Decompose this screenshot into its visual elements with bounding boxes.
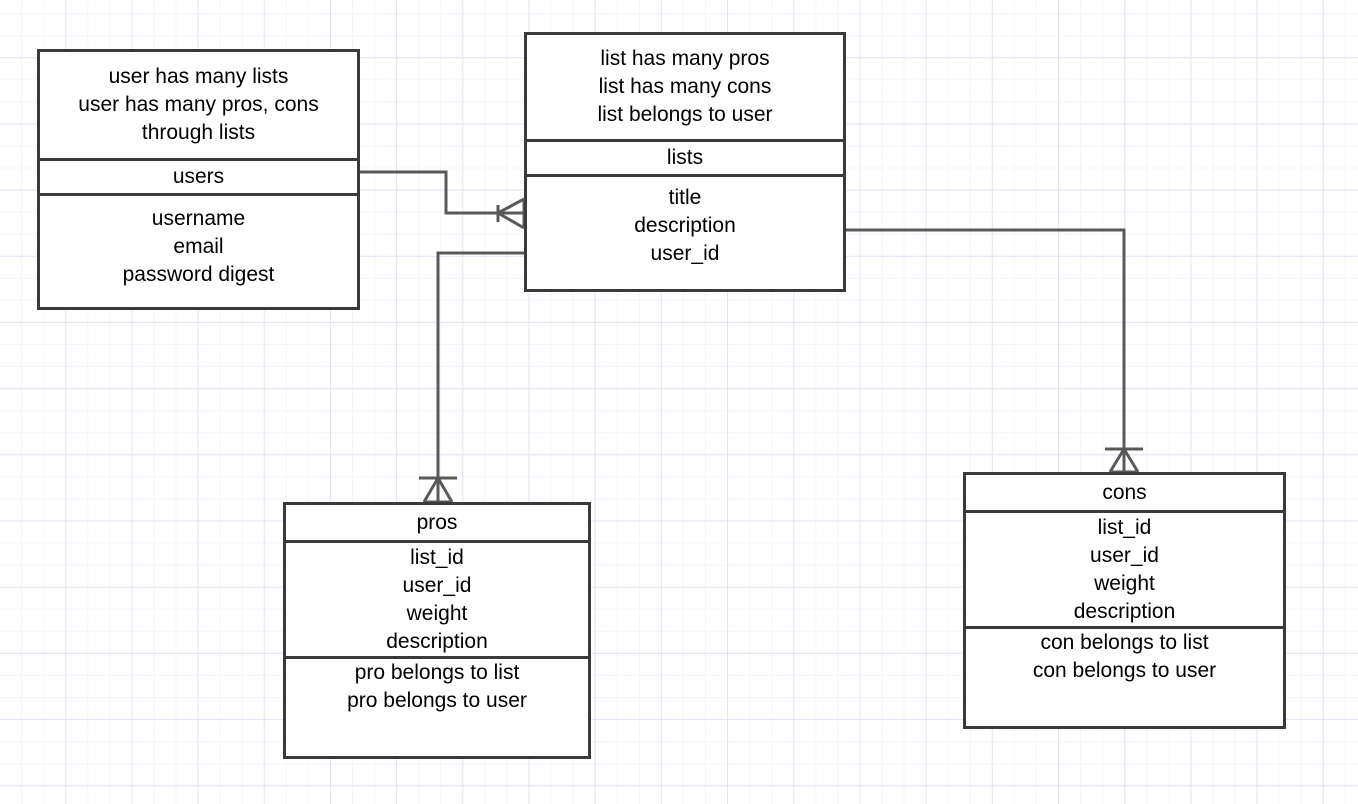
entity-lists-attribute-2: user_id [650, 242, 720, 265]
entity-pros-attribute-3: description [386, 629, 488, 653]
entity-pros[interactable]: pros list_id user_id weight description … [283, 502, 591, 759]
entity-pros-note-0: pro belongs to list [354, 661, 520, 684]
entity-cons-attributes: list_id user_id weight description [966, 510, 1283, 626]
entity-cons-attribute-3: description [1073, 599, 1176, 623]
connector-users-lists-path [359, 170, 524, 215]
connector-lists-cons-path [845, 228, 1126, 472]
entity-users-title: users [40, 158, 357, 193]
entity-cons-attribute-2: weight [1094, 571, 1155, 595]
connector-lists-pros-path [436, 251, 524, 502]
connector-lists-pros [419, 251, 524, 504]
entity-pros-attribute-1: user_id [402, 573, 472, 597]
entity-lists-note-0: list has many pros [600, 47, 770, 70]
entity-pros-name: pros [416, 510, 458, 534]
entity-lists-notes: list has many pros list has many cons li… [527, 35, 843, 139]
entity-users-note-1: user has many pros, cons [78, 93, 319, 116]
entity-users-note-0: user has many lists [108, 65, 289, 88]
entity-users-attribute-0: username [151, 207, 246, 230]
entity-lists-note-1: list has many cons [598, 75, 772, 98]
entity-cons[interactable]: cons list_id user_id weight description … [963, 472, 1286, 729]
entity-users-attribute-1: email [173, 235, 224, 258]
entity-lists-name: lists [666, 146, 704, 169]
entity-pros-attributes: list_id user_id weight description [286, 540, 588, 656]
entity-lists-attribute-0: title [668, 186, 702, 209]
entity-users[interactable]: user has many lists user has many pros, … [37, 49, 360, 310]
entity-lists-attribute-1: description [634, 214, 736, 237]
crowsfoot-users-lists-upper [497, 197, 525, 215]
crowsfoot-lists-cons-right [1122, 448, 1140, 473]
crowsfoot-lists-cons-left [1108, 448, 1126, 473]
entity-users-attribute-2: password digest [122, 263, 275, 286]
connector-lists-cons [845, 228, 1143, 474]
entity-cons-notes: con belongs to list con belongs to user [966, 626, 1283, 685]
entity-lists-title: lists [527, 139, 843, 174]
entity-pros-attribute-2: weight [406, 601, 468, 625]
entity-users-attributes: username email password digest [40, 193, 357, 289]
crowsfoot-lists-pros-left [422, 477, 440, 503]
crowsfoot-users-lists-lower [497, 211, 525, 230]
entity-cons-name: cons [1102, 480, 1147, 504]
crowsfoot-lists-pros-right [436, 477, 454, 503]
entity-pros-title: pros [286, 505, 588, 540]
entity-pros-note-1: pro belongs to user [347, 689, 527, 712]
entity-cons-note-1: con belongs to user [1032, 659, 1217, 682]
entity-users-name: users [172, 165, 225, 188]
connector-users-lists [359, 170, 526, 230]
entity-cons-attribute-0: list_id [1097, 515, 1152, 539]
entity-pros-notes: pro belongs to list pro belongs to user [286, 656, 588, 715]
entity-users-note-2: through lists [141, 121, 256, 144]
entity-cons-attribute-1: user_id [1090, 543, 1159, 567]
entity-lists-note-2: list belongs to user [597, 103, 773, 126]
entity-users-notes: user has many lists user has many pros, … [40, 52, 357, 158]
entity-cons-note-0: con belongs to list [1040, 631, 1209, 654]
entity-lists[interactable]: list has many pros list has many cons li… [524, 32, 846, 292]
entity-cons-title: cons [966, 475, 1283, 510]
entity-lists-attributes: title description user_id [527, 174, 843, 268]
entity-pros-attribute-0: list_id [410, 545, 464, 569]
